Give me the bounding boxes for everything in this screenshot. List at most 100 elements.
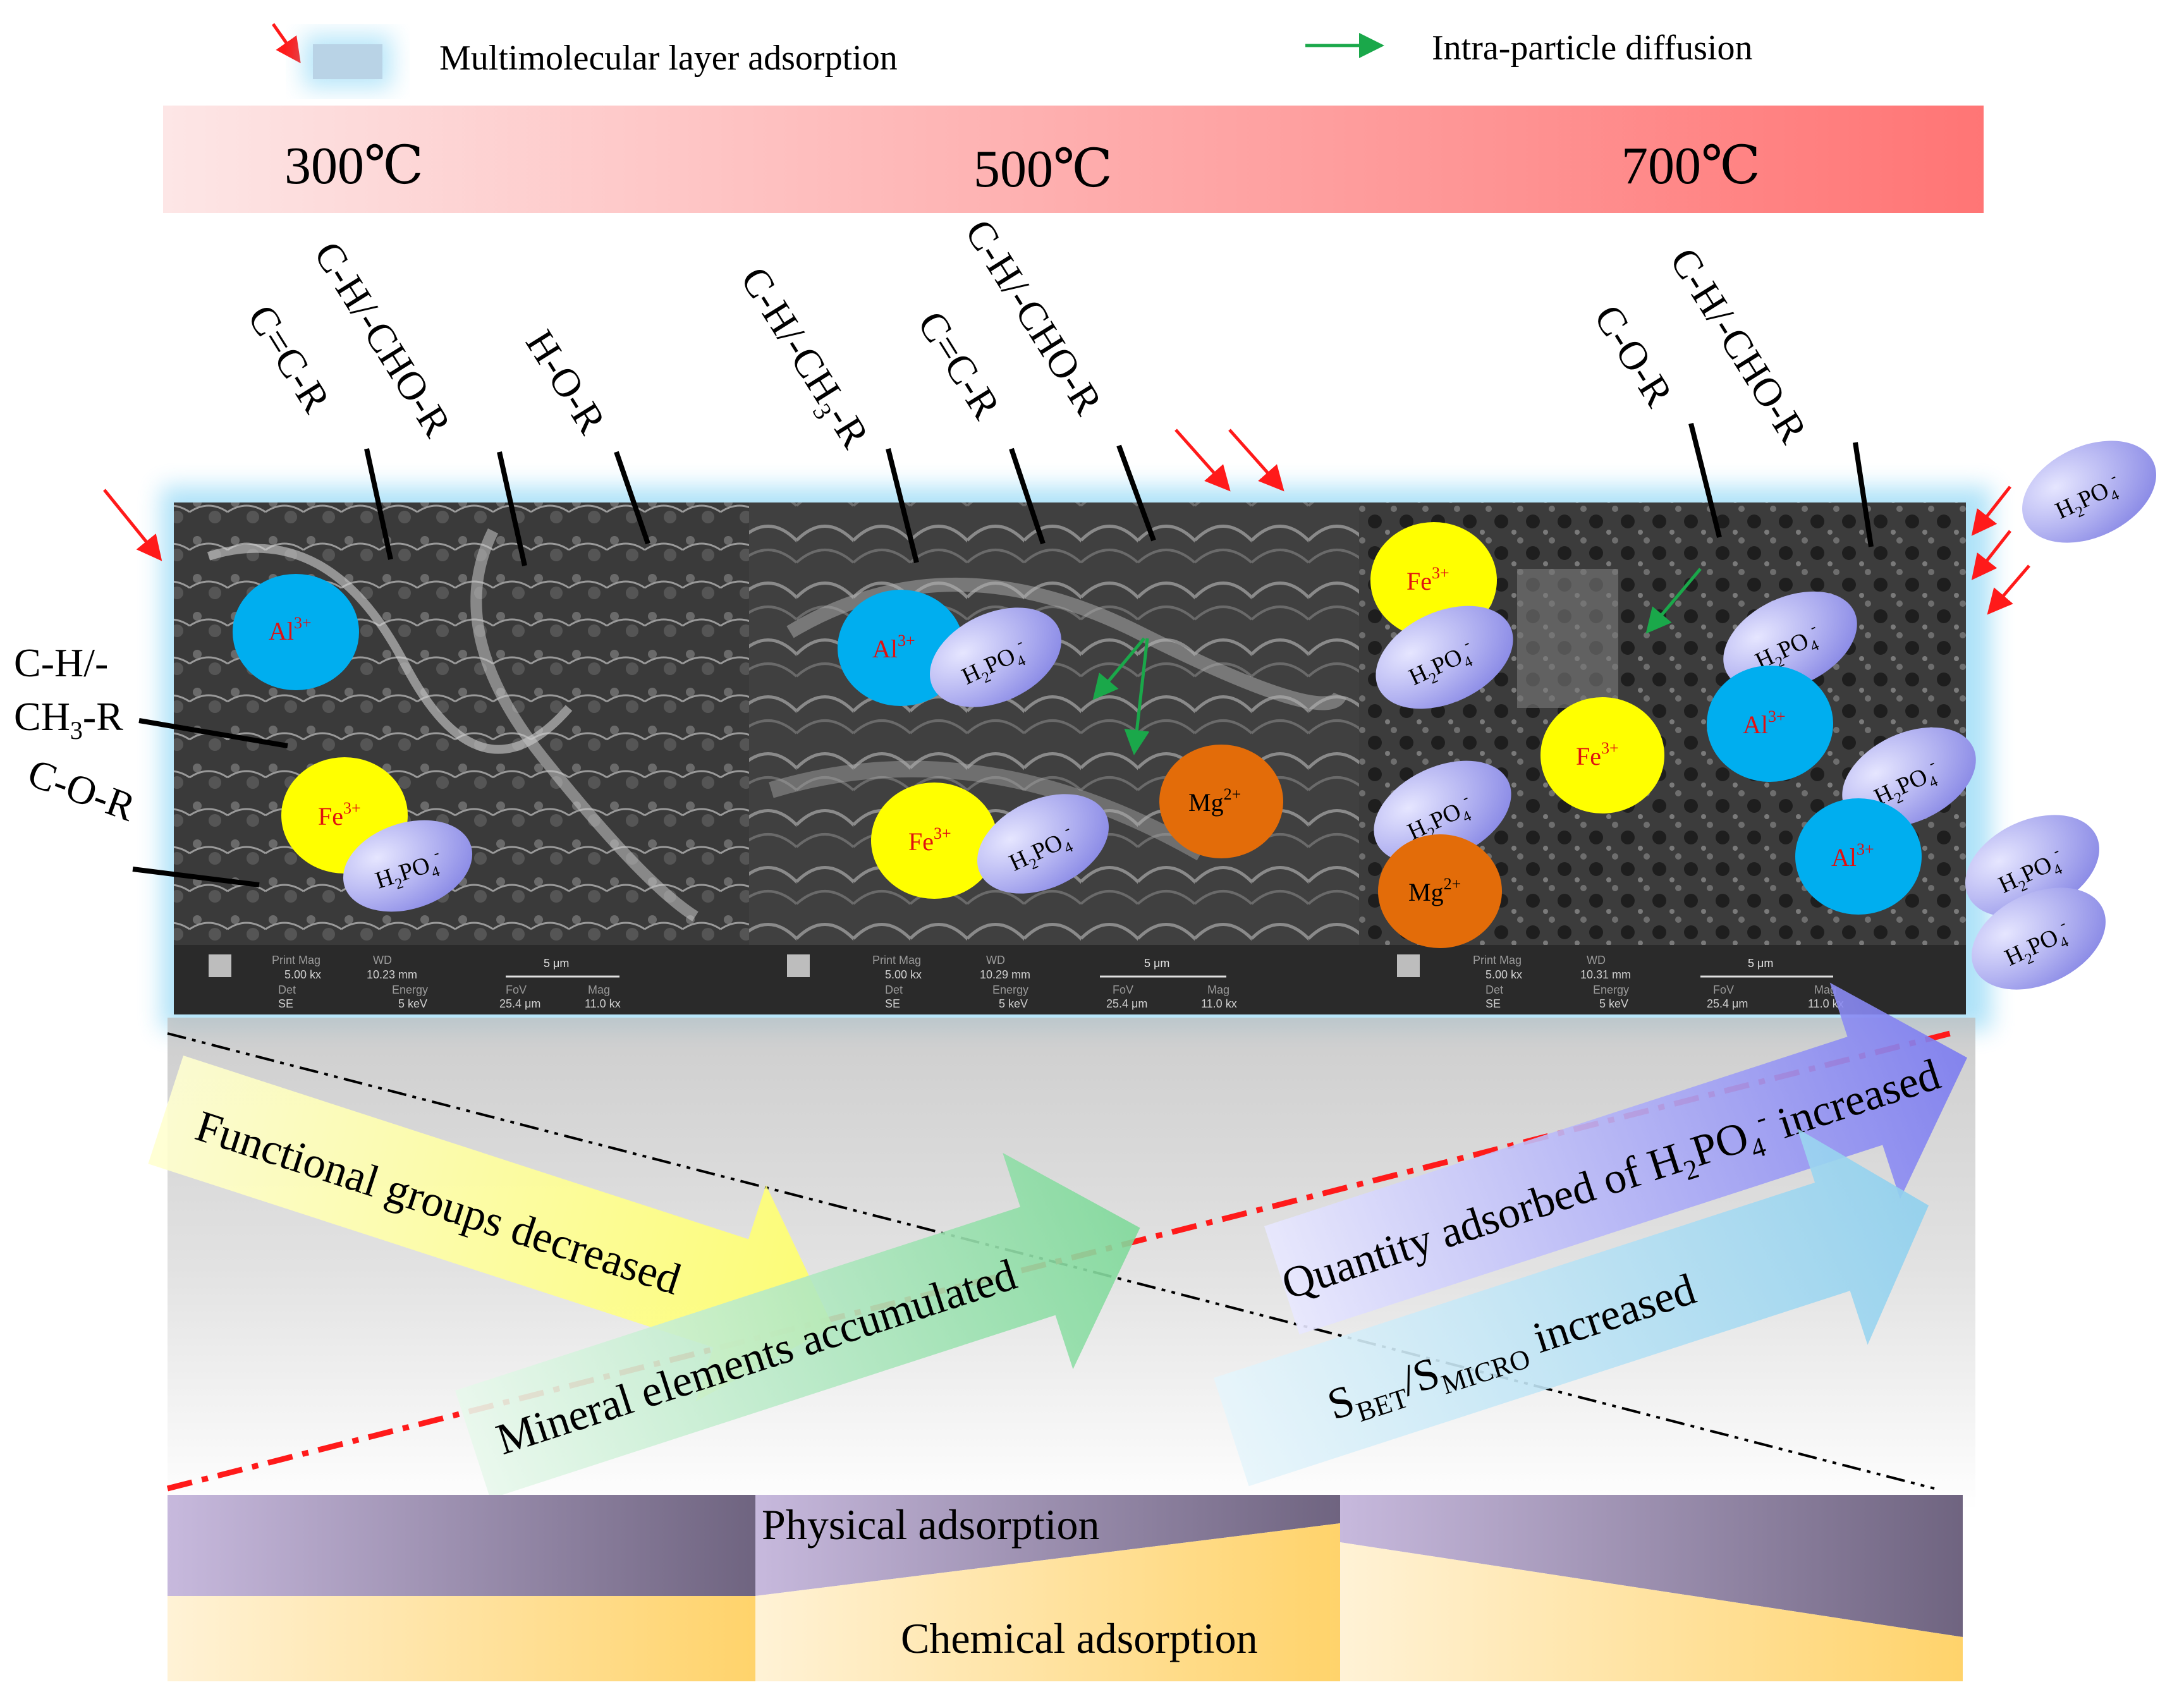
label-p1-chch3-line1: C-H/- (14, 640, 108, 685)
label-p3-cor: C-O-R (1585, 297, 1682, 415)
legend: Multimolecular layer adsorption Intra-pa… (271, 23, 1752, 88)
mg-ion (1378, 834, 1502, 948)
sem-scale-label: 5 μm (544, 957, 569, 970)
label-p1-hor: H-O-R (517, 322, 615, 442)
sem-print-mag-label: Print Mag (272, 954, 320, 966)
al-ion-label: Al3+ (872, 631, 915, 663)
red-arrow-icon (1971, 530, 2011, 580)
al-ion-label: Al3+ (269, 614, 312, 645)
phosphate-ion (2022, 441, 2156, 543)
red-adsorption-arrows (103, 429, 2030, 615)
physical-band-700 (1340, 1495, 1963, 1637)
sem-image-500 (749, 502, 1359, 1014)
sem-energy: 5 keV (398, 997, 427, 1010)
sem-det-label: Det (278, 983, 296, 996)
red-arrow-icon (1987, 564, 2030, 615)
sem-det-label: Det (885, 983, 903, 996)
sem-scale-label: 5 μm (1144, 957, 1169, 970)
sem-print-mag-label: Print Mag (872, 954, 921, 966)
sem-image-300 (174, 502, 749, 1014)
sem-det: SE (1485, 997, 1501, 1010)
chemical-band-700 (1340, 1542, 1963, 1681)
sem-det: SE (278, 997, 293, 1010)
al-ion (233, 574, 359, 690)
red-arrow-icon (1971, 485, 2011, 536)
physical-band-300 (168, 1495, 755, 1596)
layer-swatch-icon (313, 44, 382, 79)
sem-print-mag: 5.00 kx (284, 968, 321, 981)
sem-wd-label: WD (373, 954, 392, 966)
phosphate-ion (1723, 591, 1857, 692)
sem-det-label: Det (1485, 983, 1503, 996)
sem-det: SE (885, 997, 900, 1010)
sem-fov-label: FoV (1113, 983, 1133, 996)
mg-ion-label: Mg2+ (1408, 875, 1461, 906)
sem-print-mag: 5.00 kx (1485, 968, 1522, 981)
sem-logo-icon (1397, 954, 1420, 977)
sem-energy: 5 keV (1599, 997, 1628, 1010)
sem-fov: 25.4 μm (499, 997, 540, 1010)
phosphate-ion (930, 607, 1061, 707)
fe-ion (871, 783, 997, 899)
label-p1-chch3-line2: CH3-R (14, 694, 123, 745)
sem-mag-label: Mag (1814, 983, 1836, 996)
label-p3-chchor: C-H/-CHO-R (1661, 240, 1816, 451)
functional-group-pointers (132, 423, 1874, 887)
label-p1-chchor: C-H/-CHO-R (305, 234, 460, 444)
chemical-band-500 (755, 1523, 1340, 1681)
label-p1-ccr: C=C-R (239, 297, 339, 420)
sem-info-bar-500 (749, 945, 1359, 1014)
temp-500-label: 500℃ (973, 140, 1113, 198)
red-arrow-icon (1174, 429, 1231, 492)
sem-panel-500: Print Mag 5.00 kx WD 10.29 mm 5 μm Det S… (749, 502, 1359, 1014)
phosphate-ion (1374, 760, 1511, 864)
sem-fov: 25.4 μm (1106, 997, 1147, 1010)
chemical-adsorption-label: Chemical adsorption (901, 1614, 1258, 1662)
intraparticle-label: Intra-particle diffusion (1432, 28, 1752, 68)
sem-logo-icon (209, 954, 231, 977)
label-p2-ccr: C=C-R (909, 303, 1010, 427)
phosphate-ion (343, 820, 473, 912)
sem-print-mag-label: Print Mag (1473, 954, 1522, 966)
fe-ion-label: Fe3+ (908, 824, 951, 856)
sem-scale-label: 5 μm (1748, 957, 1773, 970)
al-ion (1795, 798, 1922, 915)
fe-ion-label: Fe3+ (318, 799, 361, 831)
sem-panel-300: Print Mag 5.00 kx WD 10.23 mm 5 μm Det S… (174, 502, 749, 1014)
temp-700-label: 700℃ (1621, 137, 1760, 195)
red-arrow-icon (1228, 429, 1284, 492)
green-arrow-icon (1124, 638, 1150, 755)
sem-wd: 10.29 mm (980, 968, 1030, 981)
sem-print-mag: 5.00 kx (885, 968, 922, 981)
sem-wd: 10.31 mm (1580, 968, 1631, 981)
green-arrow-icon (1092, 637, 1145, 700)
fe-ion-label: Fe3+ (1406, 564, 1449, 595)
label-p1-cor: C-O-R (22, 750, 141, 829)
sem-mag: 11.0 kx (1201, 997, 1237, 1010)
temp-300-label: 300℃ (284, 137, 424, 195)
label-p2-chch3: C-H/-CH3-R (727, 259, 878, 459)
fe-ion (1540, 697, 1664, 813)
physical-band-500 (755, 1495, 1340, 1596)
mg-ion-label: Mg2+ (1188, 785, 1241, 817)
mg-ion (1159, 745, 1283, 858)
al-ion-label: Al3+ (1743, 707, 1786, 739)
sem-energy-label: Energy (392, 983, 428, 996)
sem-info-bar-300 (174, 945, 749, 1014)
sem-energy-label: Energy (992, 983, 1028, 996)
red-arrow-icon (103, 489, 162, 561)
sem-wd: 10.23 mm (367, 968, 417, 981)
fe-ion-label: Fe3+ (1576, 739, 1619, 770)
green-arrow-icon (1645, 568, 1702, 634)
phosphate-ion (977, 794, 1109, 894)
phosphate-ion (1376, 606, 1513, 709)
sem-info-bar-700 (1359, 945, 1966, 1014)
sem-fov-label: FoV (1713, 983, 1734, 996)
al-ion (1707, 666, 1833, 782)
chemical-band-300 (168, 1596, 755, 1681)
sem-energy: 5 keV (999, 997, 1028, 1010)
red-arrow-icon (271, 23, 301, 64)
sem-mag-label: Mag (1207, 983, 1229, 996)
